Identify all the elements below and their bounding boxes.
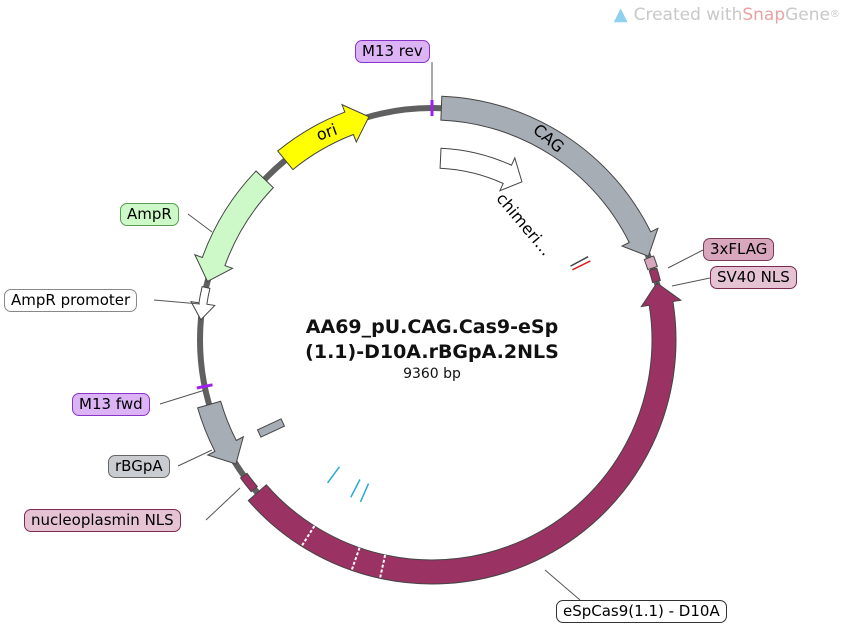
label-ampr-promoter[interactable]: AmpR promoter xyxy=(4,289,138,312)
snapgene-logo-icon: ▲ xyxy=(613,4,628,25)
feature-espcas9-arrow xyxy=(247,282,683,585)
label-3xflag[interactable]: 3xFLAG xyxy=(703,238,775,261)
leader-line-4 xyxy=(153,299,201,305)
site-mark-4 xyxy=(570,256,589,267)
cas9-seam-0 xyxy=(379,554,387,579)
label-espcas9[interactable]: eSpCas9(1.1) - D10A xyxy=(556,600,727,623)
label-rbgpa[interactable]: rBGpA xyxy=(108,455,170,478)
label-m13-rev[interactable]: M13 rev xyxy=(355,40,430,63)
watermark-brand-gene: Gene xyxy=(785,4,830,25)
feature-cag-arrow xyxy=(440,95,659,257)
primer-site-1 xyxy=(196,383,213,390)
site-mark-2 xyxy=(326,466,340,484)
feature-ampr-promoter-arrow xyxy=(190,286,216,321)
label-sv40-nls[interactable]: SV40 NLS xyxy=(710,266,797,289)
label-nucleoplasmin-nls[interactable]: nucleoplasmin NLS xyxy=(24,509,181,532)
watermark-brand-snap: Snap xyxy=(742,4,786,25)
feature-3xflag xyxy=(643,255,658,271)
leader-line-5 xyxy=(159,389,206,405)
feature-chimeric-intron-arrow xyxy=(439,147,523,192)
feature-nucleoplasmin-nls xyxy=(239,472,259,493)
leader-line-7 xyxy=(205,487,241,521)
watermark-prefix: Created with xyxy=(633,4,743,25)
intron-arc-label: chimeri… xyxy=(493,189,556,259)
plasmid-length: 9360 bp xyxy=(403,366,461,382)
leader-line-1 xyxy=(667,249,704,269)
feature-rbgpa-arrow xyxy=(197,400,245,465)
leader-line-8 xyxy=(544,569,581,601)
watermark-reg: ® xyxy=(830,9,840,20)
leader-line-6 xyxy=(177,449,213,467)
leader-line-2 xyxy=(671,277,711,287)
leader-line-3 xyxy=(187,213,213,233)
label-m13-fwd[interactable]: M13 fwd xyxy=(72,393,150,416)
misc-feature-mark xyxy=(256,418,286,438)
site-mark-1 xyxy=(350,479,361,498)
label-ampr[interactable]: AmpR xyxy=(120,203,179,226)
plasmid-name-line2: (1.1)-D10A.rBGpA.2NLS xyxy=(305,341,559,363)
plasmid-name-line1: AA69_pU.CAG.Cas9-eSp xyxy=(305,316,559,338)
site-mark-0 xyxy=(359,483,370,503)
feature-ori-arrow xyxy=(276,103,370,171)
cas9-seam-2 xyxy=(300,525,316,547)
feature-sv40-nls xyxy=(648,267,661,284)
feature-ampr-arrow xyxy=(193,170,275,283)
cas9-seam-1 xyxy=(350,547,361,571)
site-mark-3 xyxy=(572,260,591,271)
